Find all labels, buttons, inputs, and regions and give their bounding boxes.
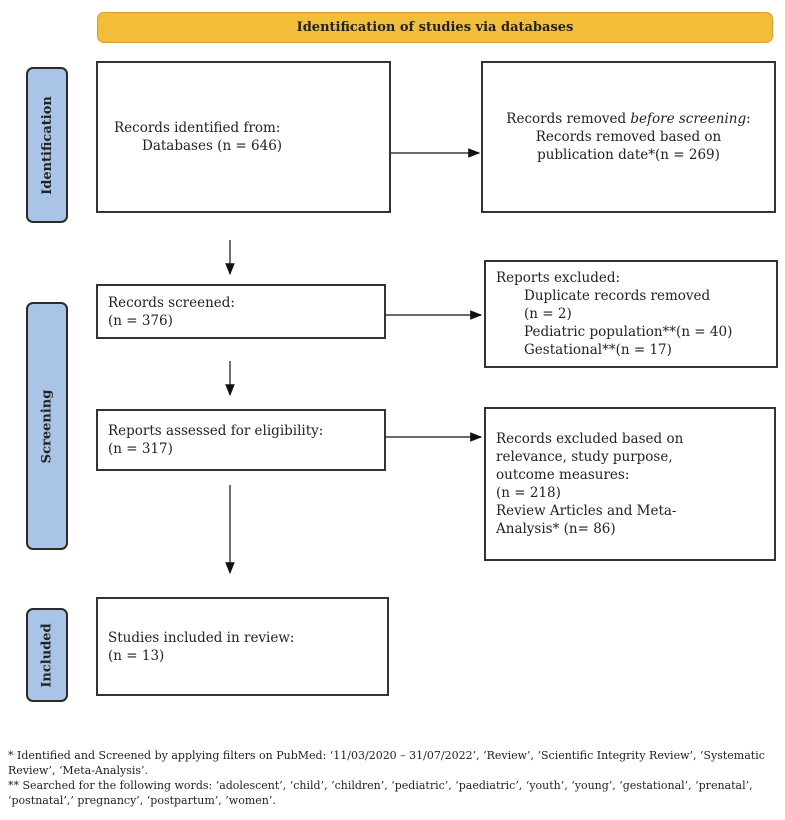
records-identified-box: Records identified from: Databases (n = … [96,61,391,213]
phase-included: Included [26,608,68,702]
reports-assessed-box: Reports assessed for eligibility: (n = 3… [96,409,386,471]
box-text: (n = 317) [108,441,173,457]
reports-excluded-box: Reports excluded: Duplicate records remo… [484,260,778,368]
box-text: Gestational**(n = 17) [524,342,672,358]
records-excluded-box: Records excluded based on relevance, stu… [484,407,776,561]
footnote-1: * Identified and Screened by applying fi… [8,749,765,777]
box-text: outcome measures: [496,467,630,483]
box-text: Records excluded based on [496,431,684,447]
box-text: Records removed before screening: [506,111,751,127]
records-removed-box: Records removed before screening: Record… [481,61,776,213]
box-text: Studies included in review: [108,629,295,646]
box-text: Records screened: [108,294,235,311]
box-text: (n = 218) [496,485,561,501]
box-text: publication date*(n = 269) [537,147,720,163]
box-text: Databases (n = 646) [142,138,283,154]
box-text: Reports assessed for eligibility: [108,423,324,439]
footnote-2: ** Searched for the following words: ‘ad… [8,779,753,807]
box-text: (n = 376) [108,312,173,329]
box-text: Records removed based on [535,129,722,145]
box-text: Pediatric population**(n = 40) [524,324,733,340]
box-text: Analysis* (n= 86) [496,521,616,537]
box-text: Reports excluded: [496,270,621,286]
phase-identification: Identification [26,67,68,223]
footnotes: * Identified and Screened by applying fi… [8,748,778,808]
phase-screening: Screening [26,302,68,550]
box-text: Duplicate records removed [524,288,711,304]
records-screened-box: Records screened: (n = 376) [96,284,386,339]
header-banner: Identification of studies via databases [97,12,773,43]
box-text: Records identified from: [114,120,281,136]
box-text: (n = 2) [524,306,572,322]
box-text: Review Articles and Meta- [496,503,677,519]
studies-included-box: Studies included in review: (n = 13) [96,597,389,696]
box-text: (n = 13) [108,647,165,664]
header-title: Identification of studies via databases [296,20,574,35]
box-text: relevance, study purpose, [496,449,673,465]
